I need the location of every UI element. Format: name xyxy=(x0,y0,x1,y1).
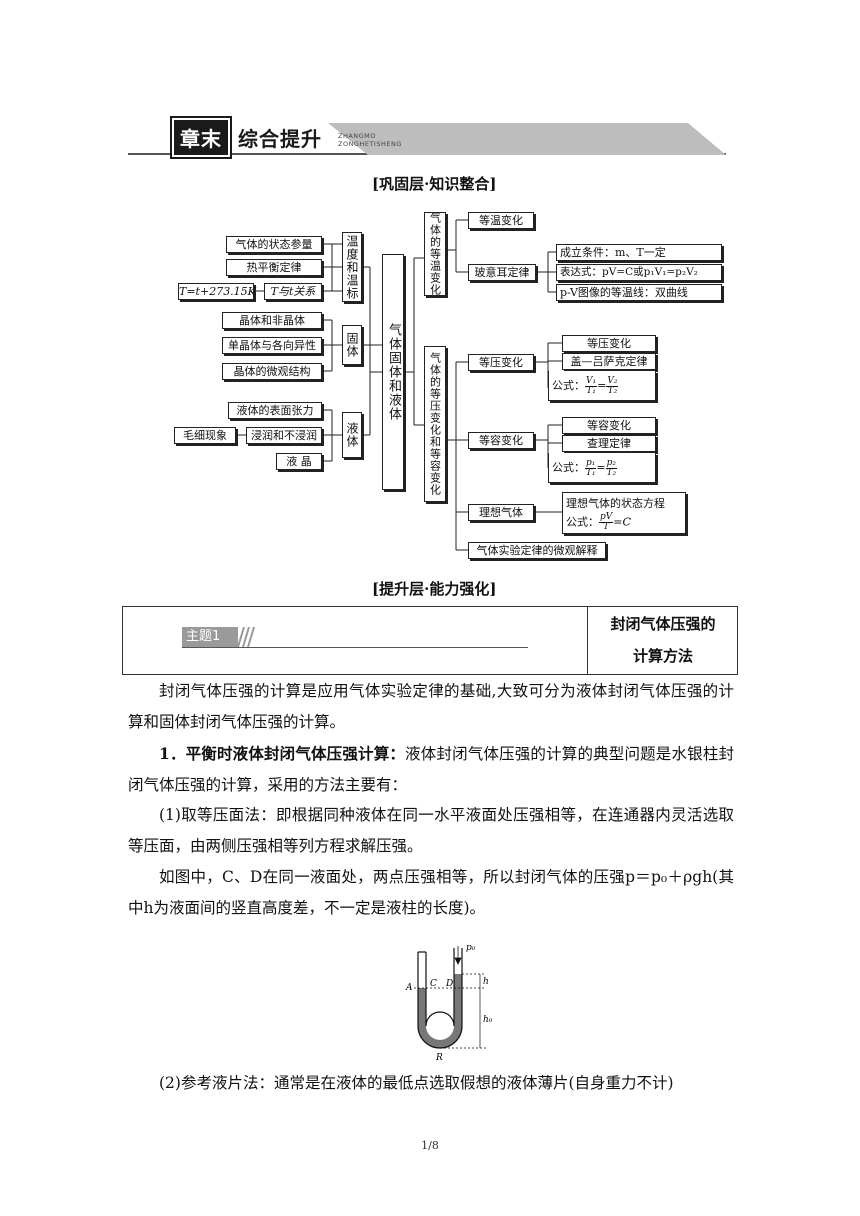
node-temperature-scale: 温度和温标 xyxy=(342,232,362,302)
node-isothermal-group: 气体的等温变化 xyxy=(424,212,446,296)
mindmap-connectors xyxy=(236,219,562,551)
node-boyle-expression: 表达式：pV=C或p₁V₁=p₂V₂ xyxy=(556,264,722,281)
label-R: R xyxy=(435,1053,443,1063)
isobaric-frac-right-num: V₂ xyxy=(606,375,619,387)
ideal-frac-den: T xyxy=(603,522,610,532)
label-A: A xyxy=(405,983,413,993)
isobaric-frac-left-num: V₁ xyxy=(585,375,598,387)
paragraph-equal-pressure: (1)取等压面法：即根据同种液体在同一水平液面处压强相等，在连通器内灵活选取等压… xyxy=(128,806,734,855)
section-title-improve: [提升层·能力强化] xyxy=(372,580,497,598)
node-isobaric-isochoric-group: 气体的等压变化和等容变化 xyxy=(424,346,446,502)
label-p0: p₀ xyxy=(466,943,476,953)
label-h: h xyxy=(483,977,489,987)
node-liquid-crystal: 液 晶 xyxy=(276,453,322,470)
node-state-parameters: 气体的状态参量 xyxy=(226,236,322,253)
node-capillary: 毛细现象 xyxy=(174,427,236,444)
node-isobaric-change: 等压变化 xyxy=(468,354,534,371)
topic-title-line1: 封闭气体压强的 xyxy=(610,615,716,633)
ideal-frac-num: pV xyxy=(599,512,614,523)
topic-title: 封闭气体压强的 计算方法 xyxy=(590,608,736,672)
node-single-crystal-anisotropy: 单晶体与各向异性 xyxy=(222,337,322,354)
topic-label-stripes-icon xyxy=(238,627,255,647)
ideal-formula-prefix: 公式： xyxy=(566,515,599,529)
ideal-gas-equation-title: 理想气体的状态方程 xyxy=(566,497,665,510)
isobaric-frac-right-den: T₂ xyxy=(607,385,618,396)
isochoric-formula-prefix: 公式： xyxy=(552,461,585,474)
node-micro-explanation: 气体实验定律的微观解释 xyxy=(468,542,606,559)
node-gay-lussac-law: 盖—吕萨克定律 xyxy=(562,353,656,370)
node-charles-law: 查理定律 xyxy=(562,435,656,452)
node-boyle-graph: p-V图像的等温线：双曲线 xyxy=(556,284,722,301)
node-isochoric-detail: 等容变化 xyxy=(562,417,656,434)
label-C: C xyxy=(430,979,437,989)
isochoric-frac-right-num: p₂ xyxy=(605,457,617,469)
chapter-badge-plain: 综合提升 xyxy=(238,126,322,151)
isochoric-frac-left-den: T₁ xyxy=(585,467,596,478)
node-solid: 固体 xyxy=(342,325,362,365)
isobaric-formula-prefix: 公式： xyxy=(552,379,585,392)
node-boyle-law: 玻意耳定律 xyxy=(468,264,536,281)
paragraph-method-1-heading: 1．平衡时液体封闭气体压强计算： xyxy=(159,744,406,763)
node-surface-tension: 液体的表面张力 xyxy=(228,402,322,419)
pinyin-line-1: ZHANGMO xyxy=(338,132,376,140)
node-T-formula: T=t+273.15K xyxy=(178,283,256,300)
isochoric-frac-right-den: T₂ xyxy=(606,467,617,478)
page-number: 1/8 xyxy=(421,1139,439,1152)
topic-box xyxy=(122,606,738,675)
chapter-badge-black: 章末 xyxy=(170,115,232,159)
node-boyle-condition: 成立条件：m、T一定 xyxy=(556,244,722,261)
label-D: D xyxy=(445,979,453,989)
paragraph-liquid-slice: (2)参考液片法：通常是在液体的最低点选取假想的液体薄片(自身重力不计) xyxy=(159,1074,674,1092)
u-tube-figure: p₀ h h₀ A C D R xyxy=(405,943,493,1063)
node-crystal-microstructure: 晶体的微观结构 xyxy=(222,363,322,380)
node-ideal-gas: 理想气体 xyxy=(468,504,534,521)
node-isothermal-change: 等温变化 xyxy=(468,212,534,229)
node-wetting: 浸润和不浸润 xyxy=(246,427,322,444)
header-banner-bar xyxy=(128,123,726,155)
isochoric-frac-left-num: p₁ xyxy=(585,457,597,469)
topic-title-line2: 计算方法 xyxy=(632,647,693,665)
paragraph-method-1: 1．平衡时液体封闭气体压强计算：液体封闭气体压强的计算的典型问题是水银柱封闭气体… xyxy=(128,738,734,801)
topic-divider xyxy=(587,606,588,675)
ideal-frac-rhs: =C xyxy=(613,515,631,529)
chapter-badge: 章末 综合提升 xyxy=(170,115,322,159)
isobaric-frac-left-den: T₁ xyxy=(586,385,596,396)
section-title-consolidate: [巩固层·知识整合] xyxy=(372,175,497,193)
node-isobaric-detail: 等压变化 xyxy=(562,335,656,352)
paragraph-method-1-text: 液体封闭气体压强的计算的典型问题是水银柱封闭气体压强的计算，采用的方法主要有： xyxy=(128,745,734,794)
node-crystal-noncrystal: 晶体和非晶体 xyxy=(222,312,322,329)
node-T-t-relation: T与t关系 xyxy=(264,283,322,300)
node-isochoric-change: 等容变化 xyxy=(468,432,534,449)
topic-underline xyxy=(182,647,528,648)
node-liquid: 液体 xyxy=(342,412,362,458)
paragraph-intro: 封闭气体压强的计算是应用气体实验定律的基础,大致可分为液体封闭气体压强的计算和固… xyxy=(128,682,734,731)
topic-label: 主题1 xyxy=(182,627,238,647)
node-center-topic: 气体固体和液体 xyxy=(382,254,404,490)
chapter-badge-pinyin: ZHANGMO ZONGHETISHENG xyxy=(338,132,402,148)
paragraph-example: 如图中，C、D在同一液面处，两点压强相等，所以封闭气体的压强p＝p₀＋ρgh(其… xyxy=(128,868,734,917)
pinyin-line-2: ZONGHETISHENG xyxy=(338,140,402,148)
node-thermal-equilibrium: 热平衡定律 xyxy=(226,259,322,276)
label-h0: h₀ xyxy=(483,1015,493,1025)
